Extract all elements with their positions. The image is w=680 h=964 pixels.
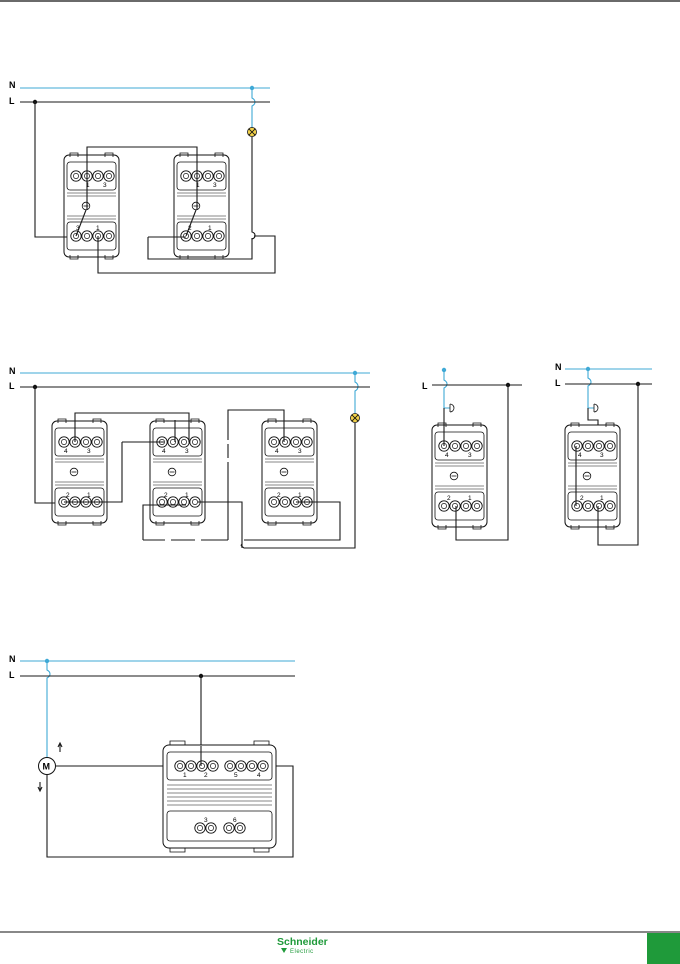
svg-text:L: L <box>555 378 561 388</box>
svg-text:L: L <box>9 381 15 391</box>
lamp-icon <box>247 127 257 137</box>
two-way-switch-b <box>261 418 318 526</box>
intermediate-wiring-diagram: N L 4 3 2 1 4 3 2 1 4 3 2 <box>9 366 370 549</box>
svg-text:3: 3 <box>298 448 302 455</box>
svg-text:3: 3 <box>103 182 107 189</box>
svg-text:4: 4 <box>64 448 68 455</box>
svg-text:1: 1 <box>298 492 302 499</box>
svg-text:4: 4 <box>445 452 449 459</box>
lamp-icon <box>350 413 360 423</box>
svg-text:1: 1 <box>208 225 212 232</box>
page-tab-marker <box>647 933 680 964</box>
svg-text:3: 3 <box>204 817 208 824</box>
shutter-switch: 1 2 5 4 3 6 <box>162 740 277 853</box>
svg-text:2: 2 <box>580 495 584 502</box>
svg-text:1: 1 <box>468 495 472 502</box>
svg-text:3: 3 <box>213 182 217 189</box>
svg-text:6: 6 <box>233 817 237 824</box>
svg-text:1: 1 <box>600 495 604 502</box>
svg-text:2: 2 <box>164 492 168 499</box>
svg-text:3: 3 <box>76 225 80 232</box>
svg-text:4: 4 <box>275 448 279 455</box>
push-button-switch-2 <box>564 422 621 530</box>
push-button-diagram-1: L 4 3 2 1 <box>422 367 522 541</box>
int-labels: 4 3 2 1 4 3 2 1 4 3 2 1 <box>64 448 302 499</box>
intermediate-switch <box>149 418 206 526</box>
svg-text:Electric: Electric <box>290 949 314 955</box>
svg-text:3: 3 <box>600 452 604 459</box>
svg-text:1: 1 <box>96 225 100 232</box>
svg-text:1: 1 <box>87 492 91 499</box>
svg-text:M: M <box>43 762 51 772</box>
svg-text:5: 5 <box>234 772 238 779</box>
svg-text:4: 4 <box>257 772 261 779</box>
svg-text:1: 1 <box>185 492 189 499</box>
svg-text:2: 2 <box>204 772 208 779</box>
svg-text:3: 3 <box>87 448 91 455</box>
svg-text:L: L <box>9 670 15 680</box>
svg-text:1: 1 <box>196 182 200 189</box>
two-way-wiring-diagram: N L 1 3 3 1 1 3 2 1 <box>9 80 276 274</box>
two-way-switch-a <box>51 418 108 526</box>
bell-icon <box>593 403 599 413</box>
svg-text:4: 4 <box>578 452 582 459</box>
svg-text:2: 2 <box>188 225 192 232</box>
svg-text:3: 3 <box>185 448 189 455</box>
neutral-label: N <box>9 80 16 90</box>
sw2-labels: 1 3 2 1 <box>188 182 217 232</box>
svg-text:2: 2 <box>277 492 281 499</box>
shutter-wiring-diagram: N L M <box>9 654 295 858</box>
motor-icon: M <box>38 757 56 775</box>
svg-text:1: 1 <box>86 182 90 189</box>
svg-text:N: N <box>555 362 562 372</box>
svg-text:N: N <box>9 654 16 664</box>
svg-text:2: 2 <box>447 495 451 502</box>
bell-icon <box>449 403 455 413</box>
two-way-switch-1 <box>63 152 120 260</box>
svg-text:4: 4 <box>162 448 166 455</box>
svg-text:N: N <box>9 366 16 376</box>
line-label: L <box>9 96 15 106</box>
svg-text:L: L <box>422 381 428 391</box>
push-button-diagram-2: N L 4 3 2 1 <box>555 362 652 546</box>
sw1-labels: 1 3 3 1 <box>76 182 107 232</box>
svg-text:1: 1 <box>183 772 187 779</box>
brand-logo: Schneider Electric <box>277 936 328 955</box>
svg-text:2: 2 <box>66 492 70 499</box>
svg-text:Schneider: Schneider <box>277 936 328 948</box>
two-way-switch-2 <box>173 152 230 260</box>
push-button-switch-1 <box>431 422 488 530</box>
svg-text:3: 3 <box>468 452 472 459</box>
